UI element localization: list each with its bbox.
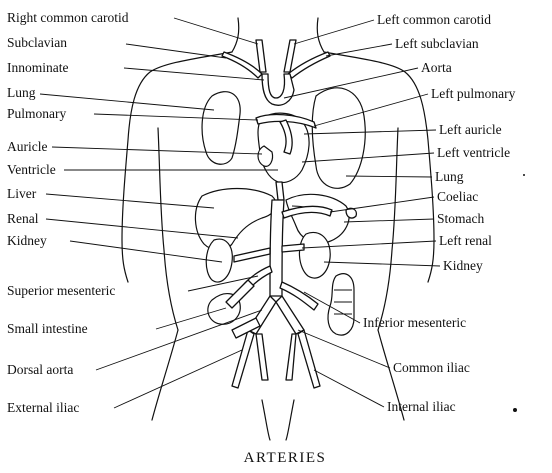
label-common-iliac: Common iliac <box>393 360 470 375</box>
label-renal: Renal <box>7 211 39 226</box>
label-innominate: Innominate <box>7 60 68 75</box>
label-internal-iliac: Internal iliac <box>387 399 456 414</box>
figure-caption: ARTERIES <box>244 450 327 466</box>
label-auricle: Auricle <box>7 139 47 154</box>
label-coeliac: Coeliac <box>437 189 478 204</box>
label-ventricle: Ventricle <box>7 162 56 177</box>
label-stomach: Stomach <box>437 211 484 226</box>
label-right-common-carotid: Right common carotid <box>7 10 129 25</box>
small-intestine <box>208 280 260 338</box>
left-lung <box>312 88 365 188</box>
label-inferior-mesenteric: Inferior mesenteric <box>363 315 466 330</box>
label-subclavian: Subclavian <box>7 35 67 50</box>
heart <box>256 113 316 200</box>
label-left-renal: Left renal <box>439 233 492 248</box>
label-left-pulmonary: Left pulmonary <box>431 86 516 101</box>
label-kidney-left-side: Kidney <box>7 233 47 248</box>
label-left-common-carotid: Left common carotid <box>377 12 491 27</box>
neck-arteries <box>222 40 330 105</box>
label-external-iliac: External iliac <box>7 400 79 415</box>
large-intestine <box>328 274 354 335</box>
left-kidney <box>299 232 330 278</box>
label-superior-mesenteric: Superior mesenteric <box>7 283 115 298</box>
label-aorta: Aorta <box>421 60 452 75</box>
label-left-auricle: Left auricle <box>439 122 502 137</box>
label-small-intestine: Small intestine <box>7 321 88 336</box>
label-dorsal-aorta: Dorsal aorta <box>7 362 73 377</box>
label-lung-right-side: Lung <box>435 169 464 184</box>
print-speck <box>523 174 525 176</box>
label-kidney-right-side: Kidney <box>443 258 483 273</box>
liver <box>195 189 276 251</box>
label-liver: Liver <box>7 186 37 201</box>
print-speck <box>513 408 517 412</box>
label-pulmonary: Pulmonary <box>7 106 66 121</box>
label-left-subclavian: Left subclavian <box>395 36 479 51</box>
label-lung-left-side: Lung <box>7 85 36 100</box>
label-left-ventricle: Left ventricle <box>437 145 510 160</box>
